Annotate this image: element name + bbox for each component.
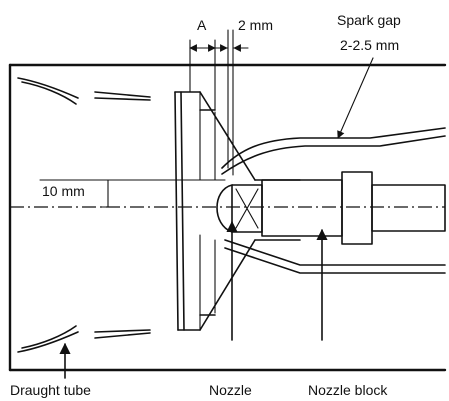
dimension-a: A [189,17,216,111]
dim-10mm-label: 10 mm [42,183,85,199]
spark-gap-callout: Spark gap 2-2.5 mm [337,12,401,139]
diffuser-plate [174,91,301,331]
spark-gap-label-line2: 2-2.5 mm [340,37,399,53]
dimension-10mm: 10 mm [39,179,226,208]
nozzle-label: Nozzle [209,382,252,398]
ignition-electrodes [221,127,446,274]
spark-gap-label-line1: Spark gap [337,12,401,28]
draught-tube-label: Draught tube [10,382,91,398]
nozzle-block-label: Nozzle block [308,382,388,398]
dim-2mm-label: 2 mm [238,17,273,33]
dimension-2mm: 2 mm [214,17,273,176]
dim-a-label: A [197,17,207,33]
nozzle-assembly [216,171,446,245]
